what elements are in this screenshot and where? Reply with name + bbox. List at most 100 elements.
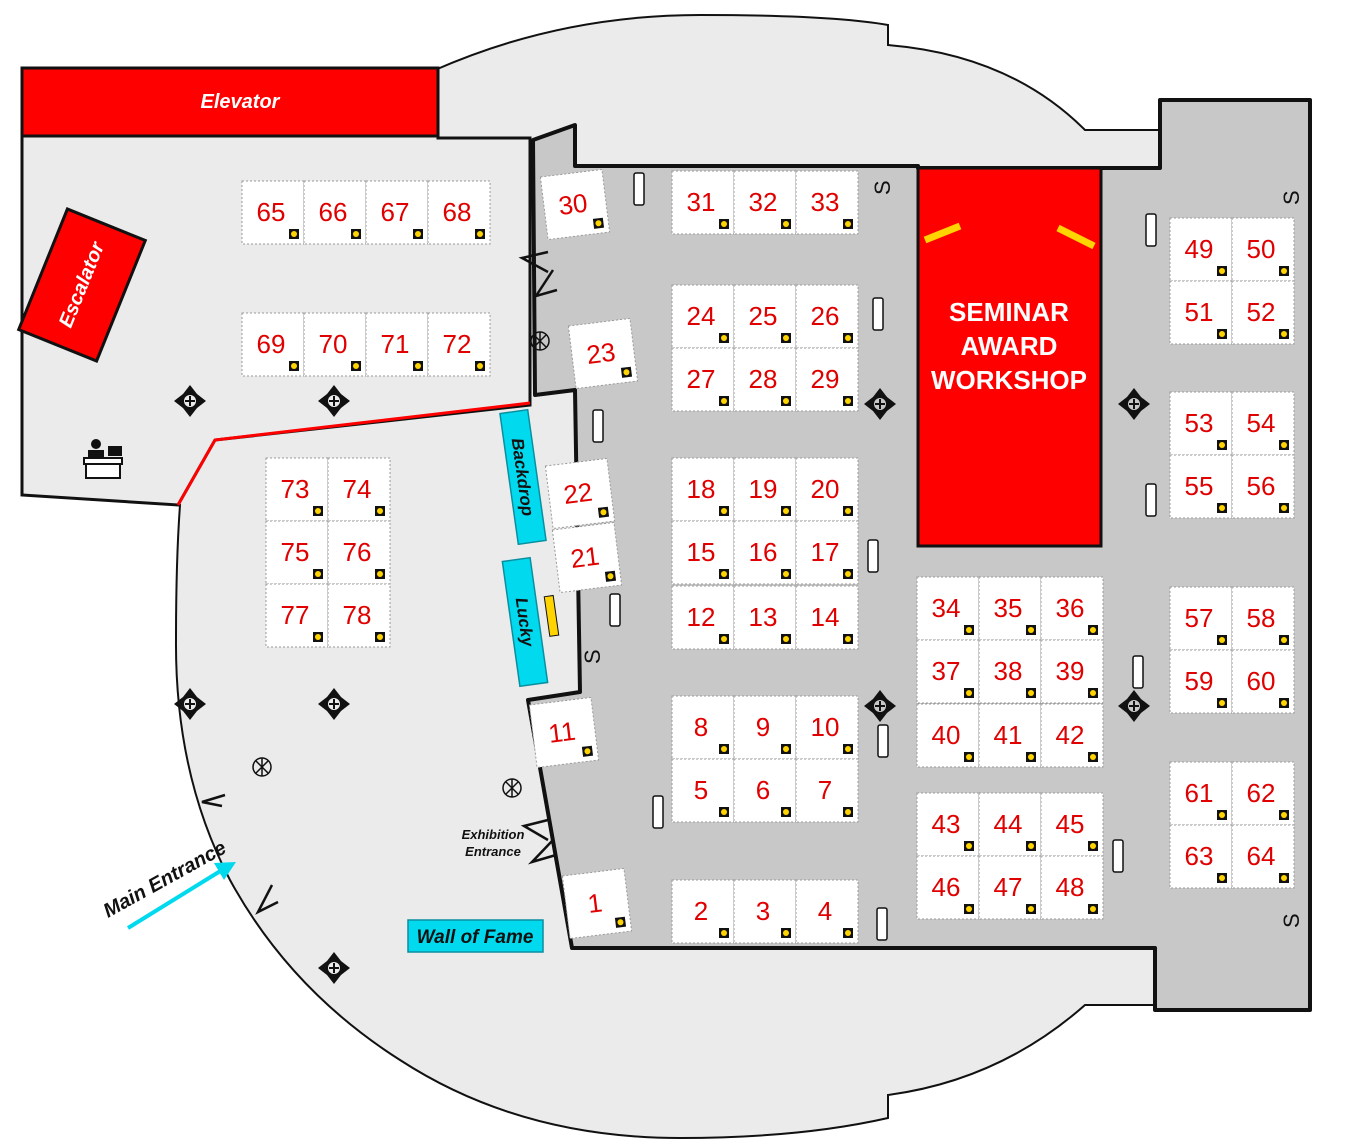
booth-marker-icon xyxy=(964,841,974,851)
booth[interactable]: 50 xyxy=(1231,217,1295,282)
booth[interactable]: 4 xyxy=(795,879,859,944)
booth[interactable]: 10 xyxy=(795,695,859,760)
booth[interactable]: 3 xyxy=(733,879,797,944)
booth[interactable]: 63 xyxy=(1169,824,1233,889)
booth[interactable]: 12 xyxy=(671,585,735,650)
booth[interactable]: 11 xyxy=(528,696,600,769)
booth[interactable]: 57 xyxy=(1169,586,1233,651)
booth[interactable]: 5 xyxy=(671,758,735,823)
booth-marker-icon xyxy=(1279,503,1289,513)
booth[interactable]: 45 xyxy=(1040,792,1104,857)
booth[interactable]: 53 xyxy=(1169,391,1233,456)
booth[interactable]: 58 xyxy=(1231,586,1295,651)
booth[interactable]: 51 xyxy=(1169,280,1233,345)
booth-marker-icon xyxy=(843,333,853,343)
booth[interactable]: 25 xyxy=(733,284,797,349)
booth[interactable]: 76 xyxy=(327,520,391,585)
booth[interactable]: 34 xyxy=(916,576,980,641)
booth[interactable]: 48 xyxy=(1040,855,1104,920)
booth[interactable]: 60 xyxy=(1231,649,1295,714)
booth-outline xyxy=(1231,761,1295,826)
booth-number: 36 xyxy=(1056,593,1085,623)
booth-marker-icon xyxy=(375,506,385,516)
booth[interactable]: 7 xyxy=(795,758,859,823)
booth[interactable]: 59 xyxy=(1169,649,1233,714)
booth[interactable]: 13 xyxy=(733,585,797,650)
booth[interactable]: 32 xyxy=(733,170,797,235)
booth[interactable]: 70 xyxy=(303,312,367,377)
booth-marker-icon xyxy=(289,229,299,239)
booth[interactable]: 69 xyxy=(241,312,305,377)
booth-number: 78 xyxy=(343,600,372,630)
booth-outline xyxy=(1169,824,1233,889)
booth[interactable]: 27 xyxy=(671,347,735,412)
wall-of-fame-label: Wall of Fame xyxy=(417,927,534,948)
booth[interactable]: 29 xyxy=(795,347,859,412)
booth[interactable]: 8 xyxy=(671,695,735,760)
booth[interactable]: 18 xyxy=(671,457,735,522)
booth[interactable]: 73 xyxy=(265,457,329,522)
booth[interactable]: 38 xyxy=(978,639,1042,704)
booth[interactable]: 77 xyxy=(265,583,329,648)
booth-marker-icon xyxy=(475,229,485,239)
booth[interactable]: 71 xyxy=(365,312,429,377)
booth[interactable]: 65 xyxy=(241,180,305,245)
booth[interactable]: 33 xyxy=(795,170,859,235)
booth[interactable]: 56 xyxy=(1231,454,1295,519)
zone-boundary-line xyxy=(176,401,531,506)
booth[interactable]: 15 xyxy=(671,520,735,585)
booth[interactable]: 61 xyxy=(1169,761,1233,826)
booth-number: 16 xyxy=(749,537,778,567)
elevator-block xyxy=(20,66,440,138)
booth[interactable]: 62 xyxy=(1231,761,1295,826)
booth[interactable]: 30 xyxy=(539,168,611,241)
wall-outlet-icon xyxy=(609,593,621,627)
compass-icon xyxy=(318,688,350,720)
booth[interactable]: 40 xyxy=(916,703,980,768)
booth[interactable]: 6 xyxy=(733,758,797,823)
booth[interactable]: 64 xyxy=(1231,824,1295,889)
booth[interactable]: 21 xyxy=(551,521,623,594)
booth[interactable]: 78 xyxy=(327,583,391,648)
booth[interactable]: 68 xyxy=(427,180,491,245)
booth[interactable]: 43 xyxy=(916,792,980,857)
booth[interactable]: 66 xyxy=(303,180,367,245)
booth[interactable]: 37 xyxy=(916,639,980,704)
booth[interactable]: 47 xyxy=(978,855,1042,920)
booth[interactable]: 14 xyxy=(795,585,859,650)
booth[interactable]: 75 xyxy=(265,520,329,585)
booth[interactable]: 36 xyxy=(1040,576,1104,641)
booth[interactable]: 31 xyxy=(671,170,735,235)
booth[interactable]: 28 xyxy=(733,347,797,412)
booth[interactable]: 1 xyxy=(561,867,633,940)
booth[interactable]: 55 xyxy=(1169,454,1233,519)
booth[interactable]: 52 xyxy=(1231,280,1295,345)
booth[interactable]: 74 xyxy=(327,457,391,522)
booth-number: 40 xyxy=(932,720,961,750)
booth[interactable]: 41 xyxy=(978,703,1042,768)
booth-marker-icon xyxy=(1279,873,1289,883)
booth[interactable]: 20 xyxy=(795,457,859,522)
booth[interactable]: 49 xyxy=(1169,217,1233,282)
booth[interactable]: 2 xyxy=(671,879,735,944)
booth[interactable]: 35 xyxy=(978,576,1042,641)
booth[interactable]: 46 xyxy=(916,855,980,920)
booth[interactable]: 16 xyxy=(733,520,797,585)
booth[interactable]: 24 xyxy=(671,284,735,349)
booth[interactable]: 42 xyxy=(1040,703,1104,768)
seminar-label-line2: AWARD xyxy=(961,331,1058,361)
booth[interactable]: 19 xyxy=(733,457,797,522)
booth[interactable]: 23 xyxy=(567,317,639,390)
booth[interactable]: 54 xyxy=(1231,391,1295,456)
booth[interactable]: 17 xyxy=(795,520,859,585)
booth[interactable]: 39 xyxy=(1040,639,1104,704)
booth[interactable]: 22 xyxy=(544,457,616,530)
booth[interactable]: 26 xyxy=(795,284,859,349)
booth-number: 55 xyxy=(1185,471,1214,501)
booth[interactable]: 72 xyxy=(427,312,491,377)
booth[interactable]: 9 xyxy=(733,695,797,760)
booth-marker-icon xyxy=(351,229,361,239)
booth[interactable]: 67 xyxy=(365,180,429,245)
booth-outline xyxy=(1231,391,1295,456)
booth[interactable]: 44 xyxy=(978,792,1042,857)
